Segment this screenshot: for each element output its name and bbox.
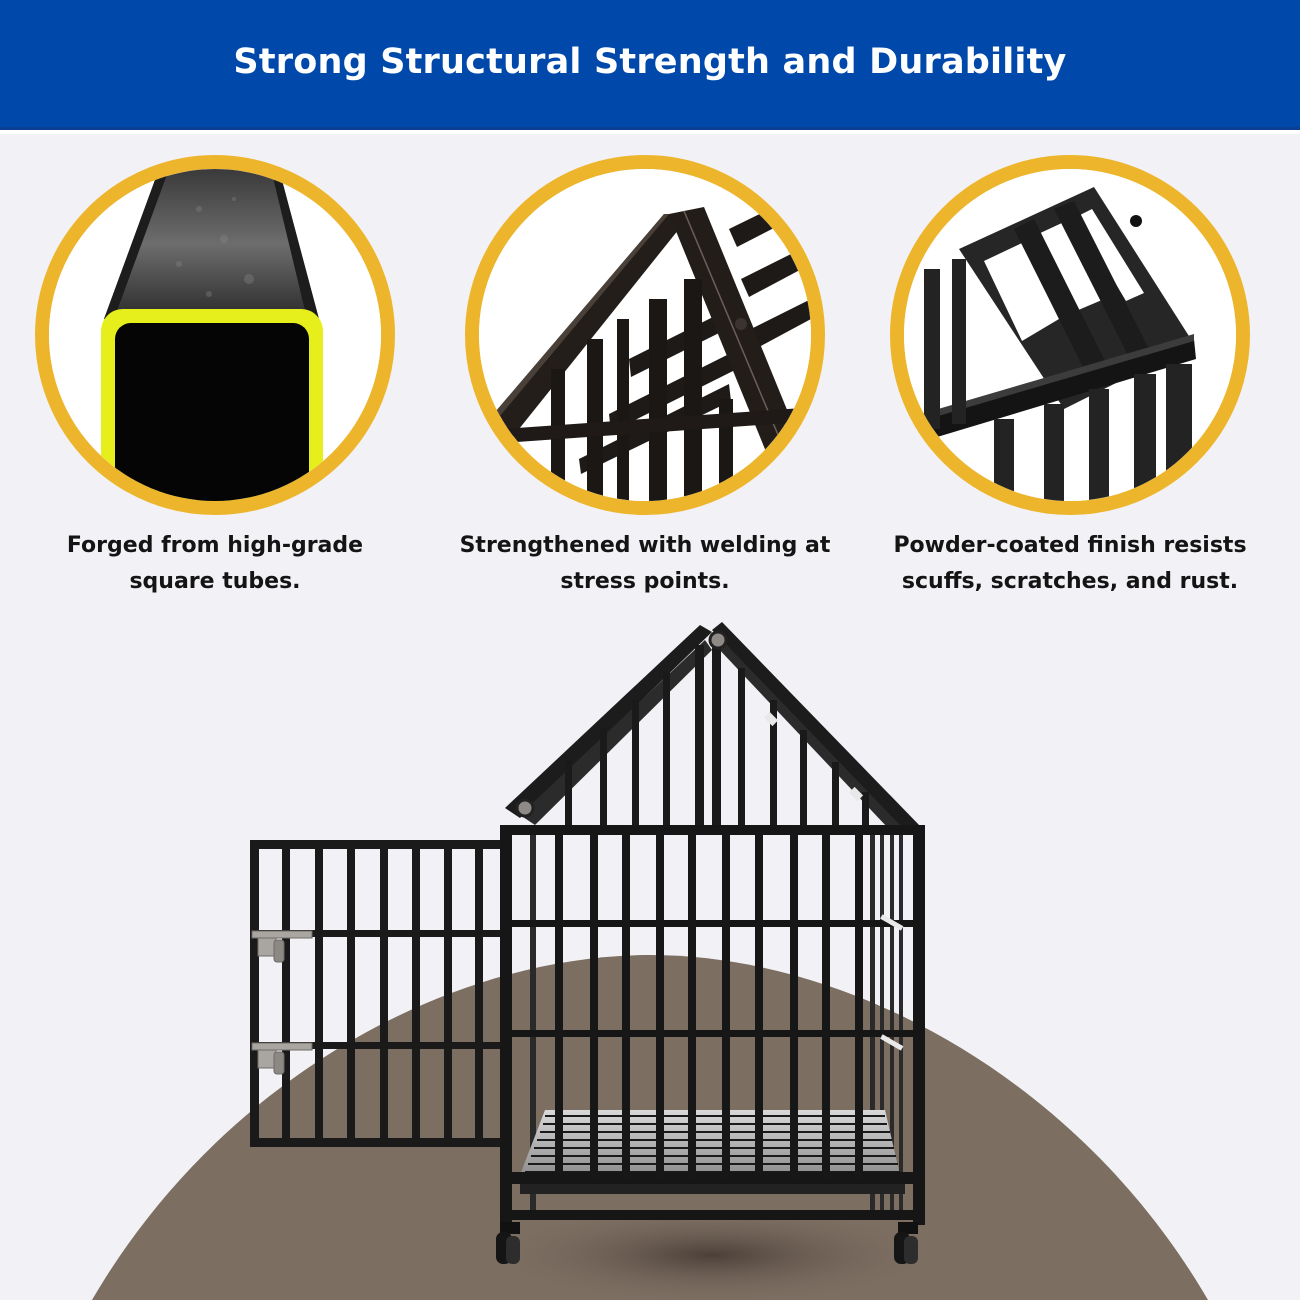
welded-roof-joint-icon	[465, 155, 825, 515]
header-banner: Strong Structural Strength and Durabilit…	[0, 0, 1300, 130]
feature-square-tubes: Forged from high-grade square tubes.	[15, 150, 415, 610]
dog-crate-illustration	[92, 622, 1208, 1300]
page-title: Strong Structural Strength and Durabilit…	[233, 42, 1067, 82]
frame-corner-illustration	[904, 169, 1236, 501]
feature-powder-coating: Powder-coated finish resists scuffs, scr…	[870, 150, 1270, 610]
roof-joint-illustration	[479, 169, 811, 501]
crate-frame	[500, 825, 925, 1225]
product-scene	[0, 600, 1300, 1300]
crate-front-bars	[555, 830, 863, 1180]
powder-coated-frame-icon	[890, 155, 1250, 515]
feature-welding: Strengthened with welding at stress poin…	[445, 150, 845, 610]
caster-wheel-icon	[894, 1222, 918, 1264]
square-tube-cross-section-icon	[35, 155, 395, 515]
caster-wheel-icon	[496, 1222, 520, 1264]
feature-caption: Powder-coated finish resists scuffs, scr…	[893, 533, 1247, 594]
crate-roof	[505, 622, 920, 832]
feature-caption: Strengthened with welding at stress poin…	[459, 533, 831, 594]
feature-caption: Forged from high-grade square tubes.	[66, 533, 364, 594]
floor-grate	[520, 1110, 900, 1175]
square-tube-illustration	[49, 169, 381, 501]
crate-door	[250, 840, 500, 1147]
door-latch-icon	[251, 930, 313, 1075]
banner-divider	[0, 130, 1300, 134]
